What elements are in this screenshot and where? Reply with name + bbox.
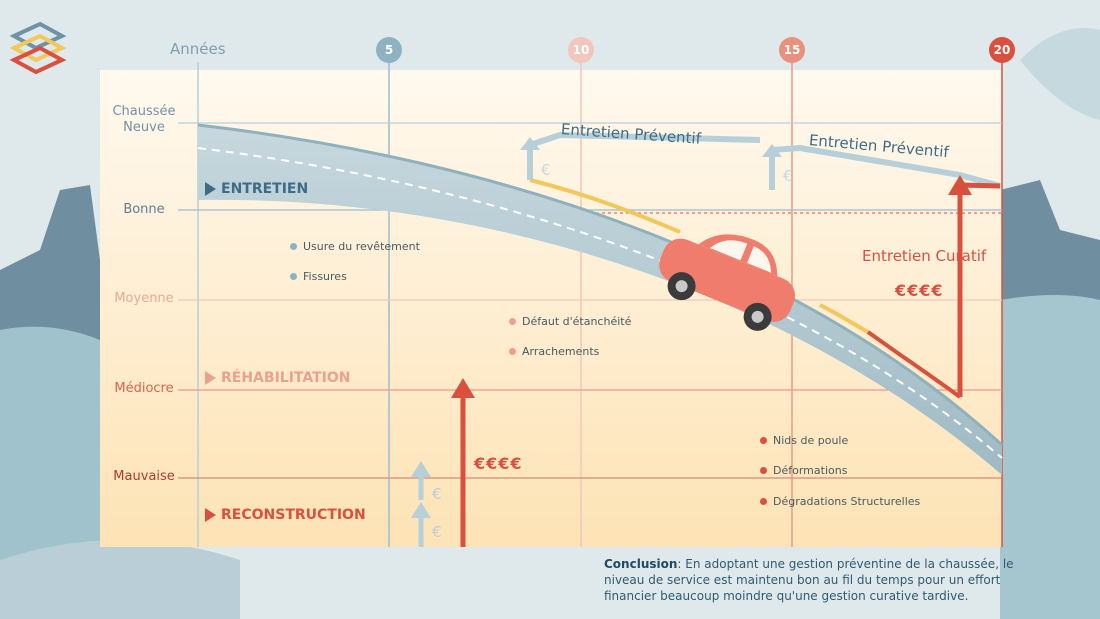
bullet-dot <box>509 348 516 355</box>
y-level-moyenne: Moyenne <box>114 291 174 306</box>
y-level-mediocre: Médiocre <box>114 381 174 396</box>
bullet-dot <box>290 273 297 280</box>
curatif-label: Entretien Curatif <box>862 247 987 265</box>
play-icon <box>205 508 216 522</box>
section-entretien: ENTRETIEN <box>205 181 308 197</box>
list-item: Fissures <box>290 270 347 283</box>
section-entretien-label: ENTRETIEN <box>221 181 309 197</box>
list-item-label: Fissures <box>303 270 347 283</box>
bullet-dot <box>760 437 767 444</box>
bullet-dot <box>760 467 767 474</box>
list-item-label: Arrachements <box>522 345 600 358</box>
list-item-label: Défaut d'étanchéité <box>522 315 632 328</box>
conclusion-body: : En adoptant une gestion préventine de … <box>604 557 1014 603</box>
preventive-arc-2 <box>762 144 1001 190</box>
conclusion-text: Conclusion: En adoptant une gestion prév… <box>604 556 1034 604</box>
list-item-label: Nids de poule <box>773 434 849 447</box>
car-icon <box>659 234 796 331</box>
road <box>197 123 1004 475</box>
section-rehabilitation-label: RÉHABILITATION <box>221 370 351 386</box>
list-item: Usure du revêtement <box>290 240 420 253</box>
rehab-cost-1: € <box>432 485 442 503</box>
curative-arrow <box>948 175 1001 397</box>
list-item: Défaut d'étanchéité <box>509 315 631 328</box>
list-item-label: Déformations <box>773 464 848 477</box>
conclusion-label: Conclusion <box>604 557 678 571</box>
list-item: Déformations <box>760 464 847 477</box>
reconstruction-arrow <box>451 378 475 547</box>
x-tick-10: 10 <box>568 37 594 63</box>
list-item-label: Usure du revêtement <box>303 240 420 253</box>
logo-icon <box>9 21 67 75</box>
section-reconstruction: RECONSTRUCTION <box>205 507 366 523</box>
play-icon <box>205 371 216 385</box>
condition-line-poor <box>866 330 962 399</box>
x-tick-5: 5 <box>376 37 402 63</box>
list-item: Nids de poule <box>760 434 848 447</box>
play-icon <box>205 182 216 196</box>
curatif-cost: €€€€ <box>895 281 944 300</box>
list-item: Dégradations Structurelles <box>760 495 920 508</box>
right-hill <box>1020 28 1100 120</box>
reconstruction-cost: €€€€ <box>474 454 523 473</box>
preventif-cost-2: € <box>783 167 793 185</box>
horizontal-gridlines <box>178 122 1002 479</box>
x-axis-title: Années <box>170 40 226 58</box>
y-level-neuve: Chaussée Neuve <box>112 104 176 135</box>
rehab-cost-2: € <box>432 523 442 541</box>
bullet-dot <box>509 318 516 325</box>
y-level-mauvaise: Mauvaise <box>113 469 175 484</box>
right-water <box>1000 295 1100 619</box>
list-item-label: Dégradations Structurelles <box>773 495 921 508</box>
preventive-arc-1 <box>520 131 761 180</box>
section-reconstruction-label: RECONSTRUCTION <box>221 507 366 523</box>
bullet-dot <box>290 243 297 250</box>
bottom-wave <box>0 540 240 619</box>
bullet-dot <box>760 498 767 505</box>
rehab-arrows <box>411 461 431 547</box>
condition-line-medium <box>819 303 869 334</box>
x-tick-15: 15 <box>779 37 805 63</box>
list-item: Arrachements <box>509 345 599 358</box>
section-rehabilitation: RÉHABILITATION <box>205 370 351 386</box>
y-level-bonne: Bonne <box>123 202 165 217</box>
preventif-cost-1: € <box>541 161 551 179</box>
condition-line-good <box>529 178 681 234</box>
x-tick-20: 20 <box>989 37 1015 63</box>
